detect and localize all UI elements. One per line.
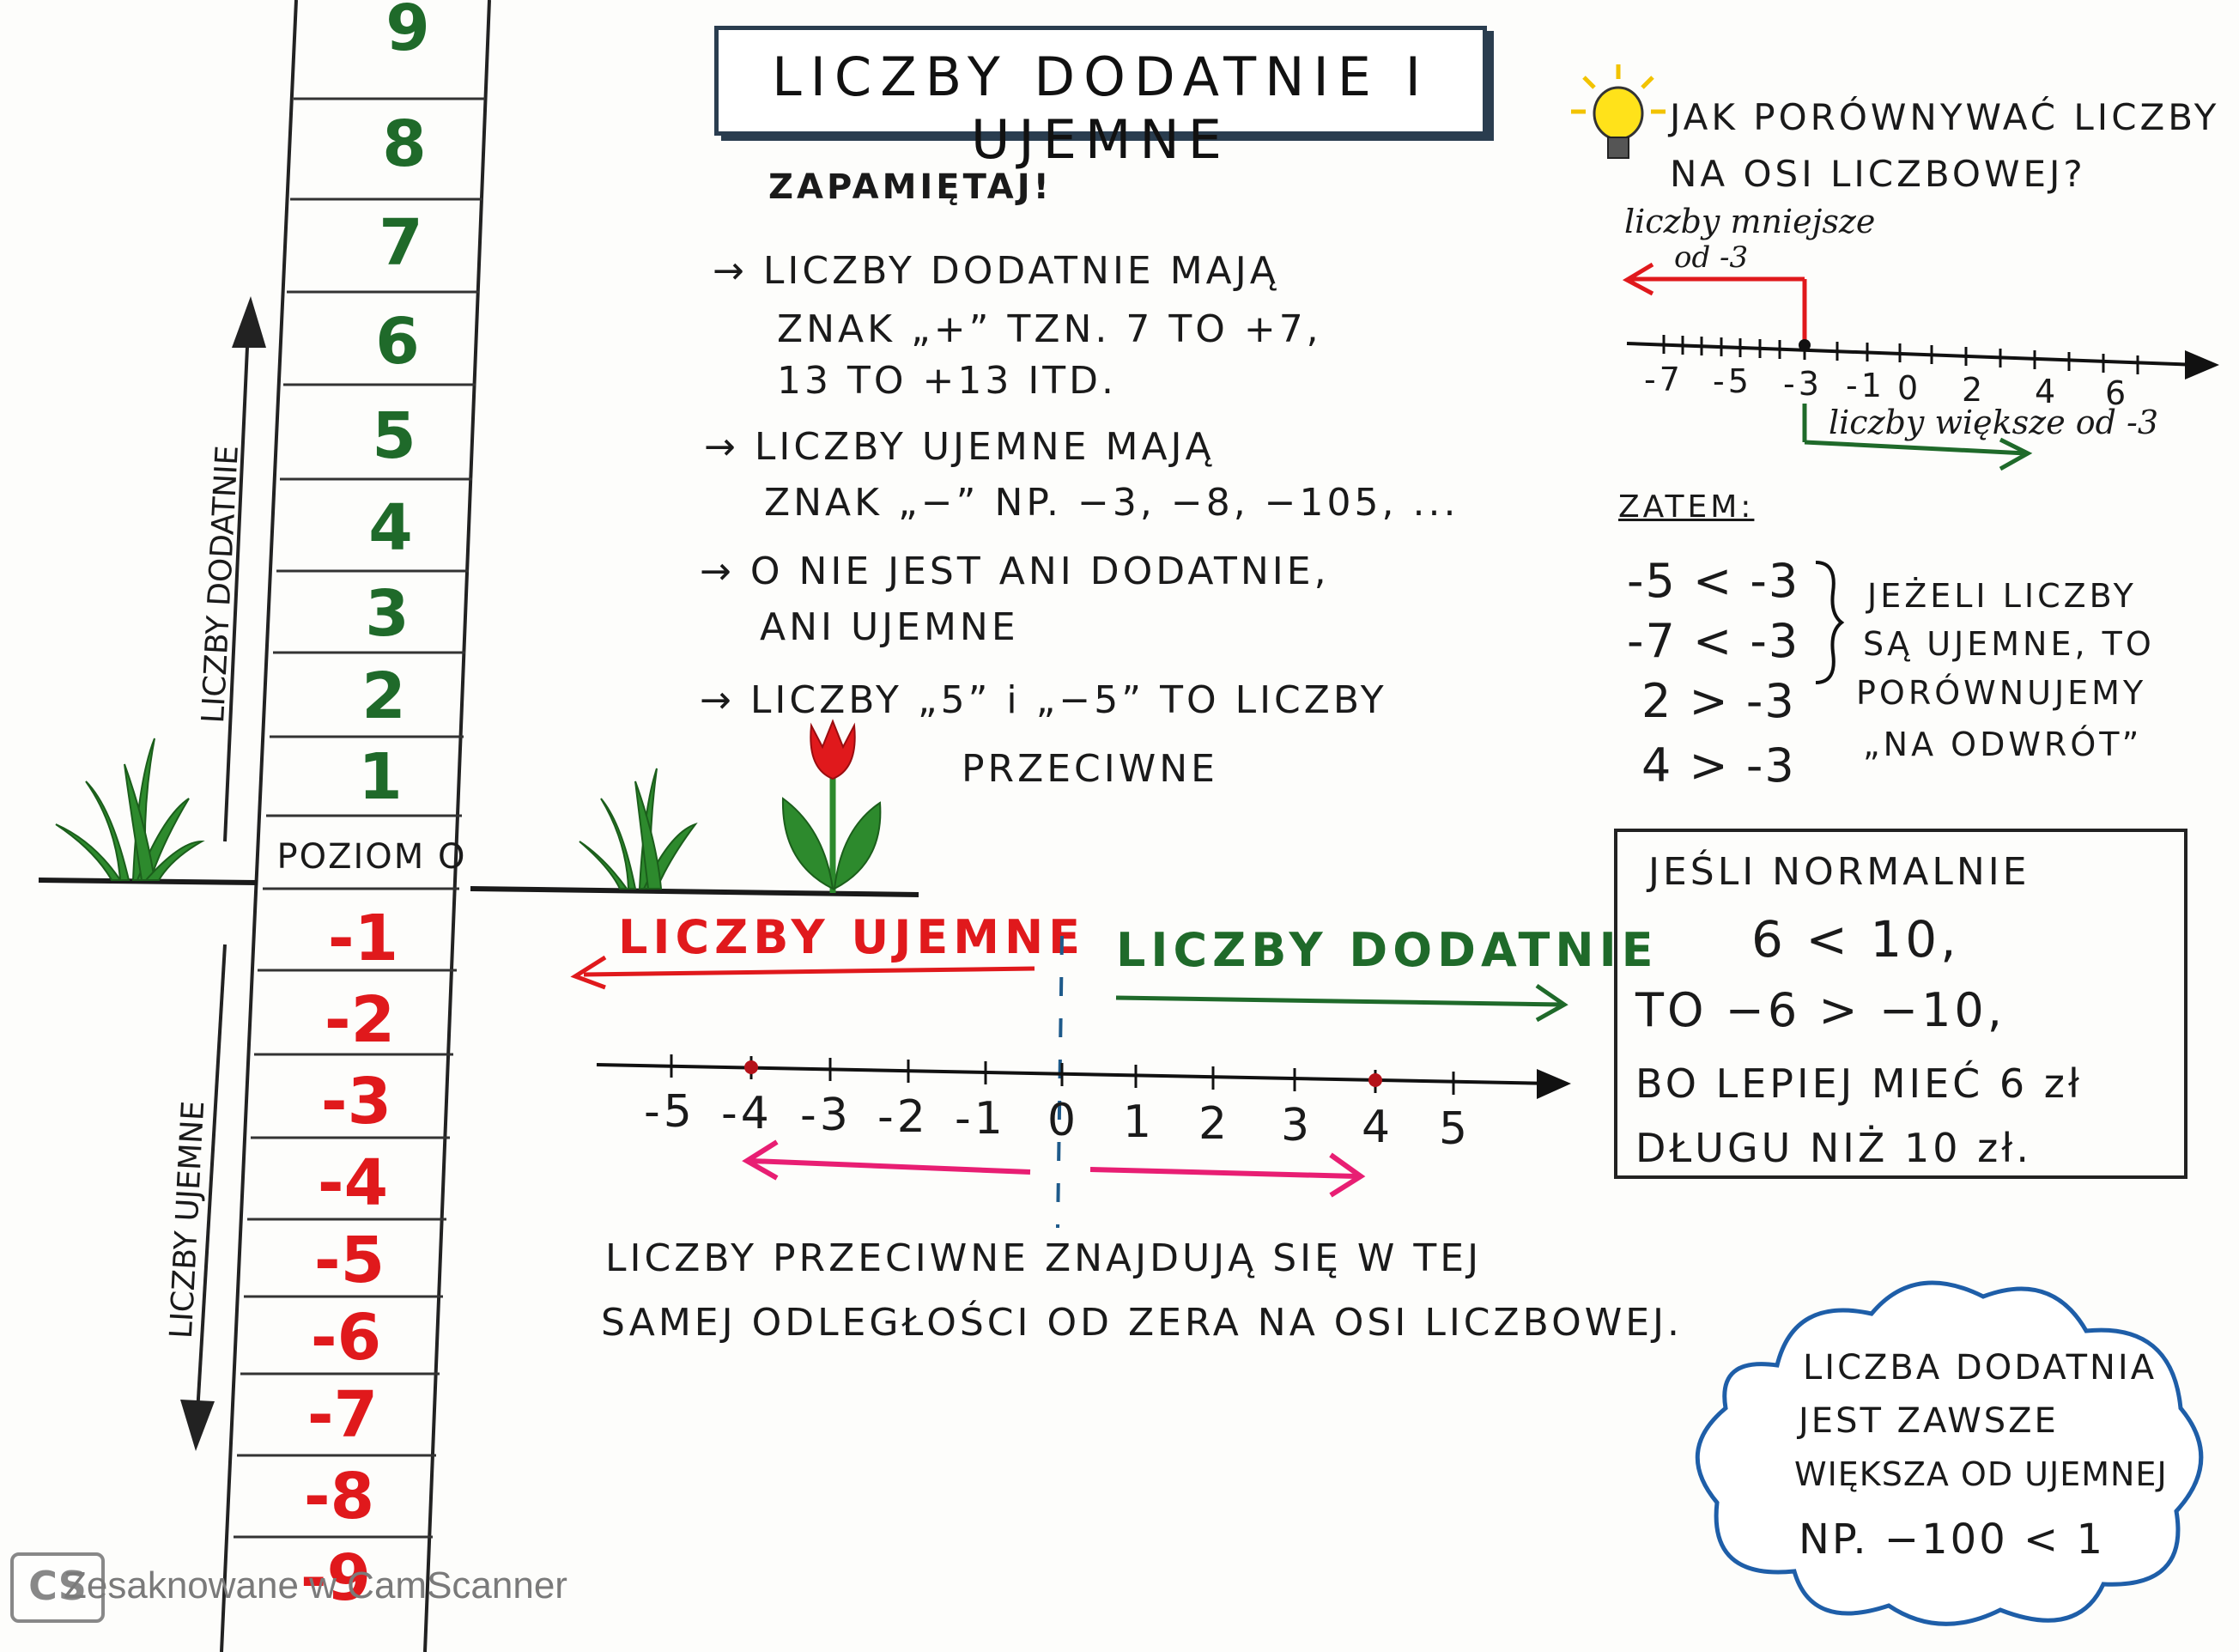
ladder-number: -9 <box>300 1541 372 1615</box>
ladder-number: -4 <box>317 1146 389 1220</box>
compare-rule: PORÓWNUJEMY <box>1856 674 2147 712</box>
ladder-number: -6 <box>310 1301 382 1375</box>
tick-label: 3 <box>1281 1100 1314 1151</box>
tick-label: -5 <box>1713 362 1752 400</box>
title-box: LICZBY DODATNIE I UJEMNE <box>714 26 1487 171</box>
cloud-line: LICZBA DODATNIA <box>1803 1348 2157 1388</box>
ladder-number: 2 <box>361 659 406 733</box>
rule-box-line: JEŚLI NORMALNIE <box>1648 850 2030 894</box>
tick-label: 6 <box>2105 374 2130 412</box>
remember-line: → LICZBY DODATNIE MAJĄ <box>713 249 1279 293</box>
page-title: LICZBY DODATNIE I UJEMNE <box>772 46 1429 171</box>
camscanner-logo-icon: CS <box>10 1552 105 1623</box>
tick-label: 2 <box>1198 1098 1231 1150</box>
positive-numbers-label: LICZBY DODATNIE <box>1116 923 1659 977</box>
tick-label: -3 <box>800 1090 852 1141</box>
brace-icon <box>1815 561 1845 684</box>
cloud-line: JEST ZAWSZE <box>1799 1401 2059 1441</box>
remember-line: PRZECIWNE <box>962 747 1218 791</box>
rule-box-line: TO −6 > −10, <box>1635 983 2005 1037</box>
tick-label: 4 <box>2035 373 2060 410</box>
ladder-number: 4 <box>368 491 413 565</box>
compare-rule: JEŻELI LICZBY <box>1867 577 2137 615</box>
remember-line: ZNAK „+” TZN. 7 TO +7, <box>777 307 1322 351</box>
ladder-number: 6 <box>375 305 420 379</box>
watermark-text: Zesaknowane w CamScanner <box>64 1564 567 1606</box>
compare-example: -5 < -3 <box>1627 554 1800 608</box>
cloud-line: WIĘKSZA OD UJEMNEJ <box>1794 1455 2168 1493</box>
compare-example: 4 > -3 <box>1641 738 1796 793</box>
remember-line: ANI UJEMNE <box>760 605 1019 649</box>
rule-box-line: 6 < 10, <box>1751 910 1960 969</box>
tick-label: -4 <box>721 1088 773 1139</box>
compare-rule: „NA ODWRÓT” <box>1863 726 2143 763</box>
tick-label: -3 <box>1783 365 1823 403</box>
ladder-number: 7 <box>379 206 423 280</box>
compare-question: NA OSI LICZBOWEJ? <box>1670 153 2086 195</box>
ladder-number: 9 <box>385 0 430 65</box>
ladder-number: -2 <box>324 983 396 1057</box>
ladder-number: 1 <box>358 740 403 814</box>
compare-question: JAK PORÓWNYWAĆ LICZBY <box>1670 96 2220 138</box>
ladder-number: 5 <box>372 399 416 473</box>
therefore-heading: ZATEM: <box>1618 489 1755 525</box>
rule-box-line: DŁUGU NIŻ 10 zł. <box>1635 1125 2032 1171</box>
ladder-number: -3 <box>320 1065 392 1139</box>
remember-heading: ZAPAMIĘTAJ! <box>768 167 1053 207</box>
tick-label: -1 <box>1846 367 1885 404</box>
tick-label: 4 <box>1362 1102 1394 1153</box>
remember-line: → LICZBY UJEMNE MAJĄ <box>704 425 1215 469</box>
tick-label: -1 <box>955 1093 1006 1145</box>
cloud-shape <box>1695 1280 2204 1626</box>
tick-label: 0 <box>1897 369 1922 407</box>
tick-label: -7 <box>1644 361 1684 398</box>
ladder-numbers: 9 8 7 6 5 4 3 2 1 POZIOM O -1 -2 -3 -4 -… <box>258 0 489 1652</box>
compare-rule: SĄ UJEMNE, TO <box>1863 625 2155 663</box>
compare-example: 2 > -3 <box>1641 674 1796 728</box>
remember-line: 13 TO +13 ITD. <box>777 359 1118 403</box>
negative-numbers-label: LICZBY UJEMNE <box>618 910 1086 964</box>
smaller-numbers-label: od -3 <box>1674 240 1749 275</box>
ladder-number: -5 <box>313 1224 385 1297</box>
tulip-icon <box>781 719 882 893</box>
remember-line: → O NIE JEST ANI DODATNIE, <box>700 550 1330 593</box>
ladder-number: -8 <box>303 1460 375 1534</box>
tick-label: -2 <box>877 1091 929 1143</box>
ladder-number: -7 <box>306 1378 379 1452</box>
opposite-numbers-caption: SAMEJ ODLEGŁOŚCI OD ZERA NA OSI LICZBOWE… <box>601 1301 1683 1345</box>
lightbulb-icon <box>1571 64 1666 159</box>
remember-line: ZNAK „−” NP. −3, −8, −105, ... <box>764 481 1459 525</box>
tick-label: 0 <box>1047 1095 1080 1146</box>
tick-label: 2 <box>1962 371 1987 409</box>
ladder-zero-label: POZIOM O <box>276 837 467 877</box>
ladder-number: 3 <box>365 577 410 651</box>
cloud-line: NP. −100 < 1 <box>1799 1515 2105 1564</box>
tick-label: 5 <box>1439 1103 1471 1155</box>
ladder-number: -1 <box>327 902 399 975</box>
rule-box <box>1614 829 2187 1179</box>
tick-label: -5 <box>644 1086 695 1138</box>
ladder-number: 8 <box>382 107 427 181</box>
tick-label: 1 <box>1123 1096 1156 1148</box>
remember-line: → LICZBY „5” i „−5” TO LICZBY <box>700 678 1387 722</box>
grass-left-icon <box>55 738 205 881</box>
rule-box-line: BO LEPIEJ MIEĆ 6 zł <box>1635 1060 2083 1107</box>
bigger-numbers-label: liczby większe od -3 <box>1829 404 2159 441</box>
grass-middle-icon <box>579 768 698 890</box>
compare-example: -7 < -3 <box>1627 614 1800 668</box>
smaller-numbers-label: liczby mniejsze <box>1624 203 1876 240</box>
opposite-numbers-caption: LICZBY PRZECIWNE ZNAJDUJĄ SIĘ W TEJ <box>605 1236 1483 1280</box>
